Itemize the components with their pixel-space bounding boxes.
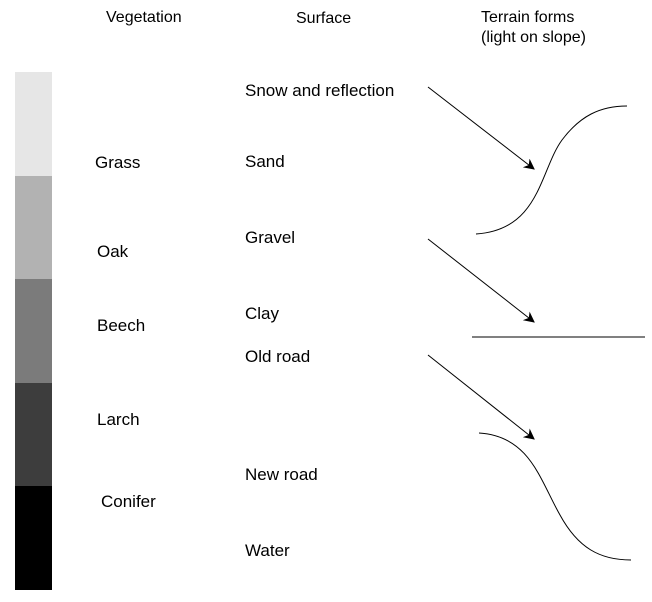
header-terrain-line-2: (light on slope): [481, 29, 586, 46]
header-terrain-line-1: Terrain forms: [481, 9, 575, 26]
vegetation-label-larch: Larch: [97, 410, 140, 429]
surface-label-old-road: Old road: [245, 347, 311, 366]
tone-swatch: [15, 175, 52, 280]
surface-label-clay: Clay: [245, 304, 280, 323]
vegetation-label-beech: Beech: [97, 316, 146, 335]
surface-label-water: Water: [245, 541, 290, 560]
vegetation-label-oak: Oak: [97, 242, 129, 261]
header-terrain-forms: Terrain forms (light on slope): [481, 8, 586, 48]
terrain-form-concave-slope: [478, 432, 632, 561]
header-vegetation: Vegetation: [106, 9, 182, 26]
vegetation-label-grass: Grass: [95, 153, 141, 172]
surface-label-sand: Sand: [245, 152, 285, 171]
surface-label-snow: Snow and reflection: [245, 81, 395, 100]
light-arrow-3: [427, 354, 535, 440]
tone-swatch: [15, 279, 52, 383]
tone-swatch: [15, 72, 52, 176]
terrain-form-convex-slope: [475, 105, 628, 235]
header-surface: Surface: [296, 10, 352, 27]
vegetation-label-conifer: Conifer: [101, 492, 156, 511]
tone-swatch: [15, 382, 52, 487]
light-arrow-1: [427, 86, 535, 170]
surface-label-gravel: Gravel: [245, 228, 296, 247]
surface-label-new-road: New road: [245, 465, 318, 484]
light-arrow-2: [427, 238, 535, 323]
tone-swatch: [15, 486, 52, 590]
tone-scale: [15, 72, 52, 594]
